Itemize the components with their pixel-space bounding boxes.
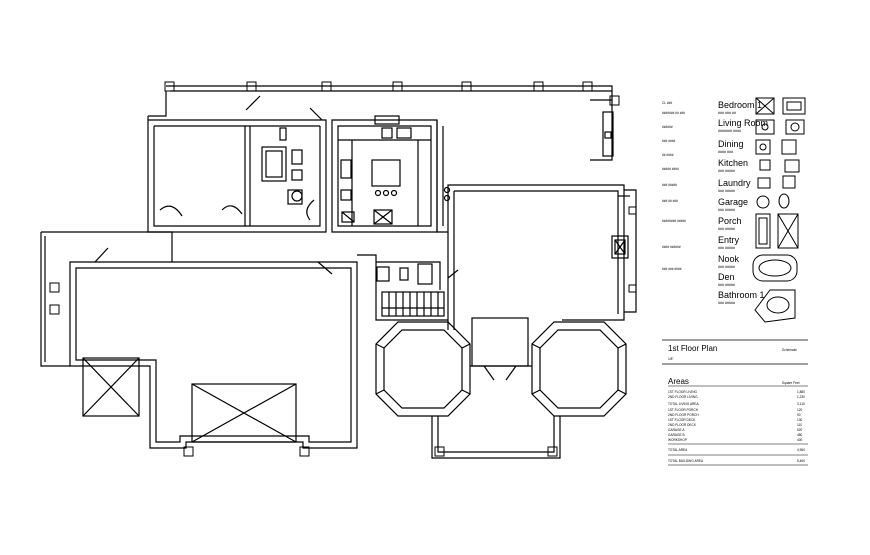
legend-room-sub: ####### #### <box>718 129 741 133</box>
areas-row-label: 2ND FLOOR DECK <box>668 423 697 427</box>
areas-row-label: GARAGE B <box>668 433 685 437</box>
room-legend: Bedroom 1 ### ### ## Living Room #######… <box>718 100 768 305</box>
legend-room-sub: ### ##### <box>718 265 735 269</box>
areas-row-value: 110 <box>797 423 802 427</box>
legend-room-name: Bathroom 1 <box>718 290 765 300</box>
areas-row-value: 130 <box>797 418 803 422</box>
sheet-title: 1st Floor Plan <box>668 344 717 353</box>
areas-row-value: 400 <box>797 438 803 442</box>
note-line: ### ### #### <box>662 267 682 271</box>
note-line: ######## ##### <box>662 219 686 223</box>
areas-row-value: 5,460 <box>797 459 805 463</box>
legend-room-sub: ### ### ## <box>718 111 736 115</box>
legend-room-sub: ### ##### <box>718 227 735 231</box>
areas-row-label: 1ST FLOOR DECK <box>668 418 696 422</box>
areas-row-value: 1,880 <box>797 390 805 394</box>
legend-room-name: Porch <box>718 216 742 226</box>
note-line: #### ###### <box>662 245 681 249</box>
sheet-scale: 1/8" <box>668 357 674 361</box>
note-line: ###### <box>662 125 673 129</box>
legend-room-sub: ### ##### <box>718 301 735 305</box>
areas-col-header: Square Feet <box>782 381 800 385</box>
legend-room-sub: ### ##### <box>718 246 735 250</box>
legend-room-name: Den <box>718 272 735 282</box>
legend-room-sub: ### ##### <box>718 189 735 193</box>
areas-row-label: 2ND FLOOR PORCH <box>668 413 699 417</box>
legend-room-name: Garage <box>718 197 748 207</box>
areas-row-value: 3,110 <box>797 402 805 406</box>
areas-row-label: TOTAL LIVING AREA <box>668 402 699 406</box>
areas-row-value: 120 <box>797 408 803 412</box>
legend-room-name: Living Room <box>718 118 768 128</box>
areas-row-label: TOTAL AREA <box>668 448 688 452</box>
areas-row-value: 520 <box>797 428 803 432</box>
areas-row-value: 1,230 <box>797 395 805 399</box>
note-line: ### ## ### <box>662 199 678 203</box>
legend-room-name: Laundry <box>718 178 751 188</box>
bedroom-bath-block <box>147 95 327 233</box>
legend-notes: CL ### ####### ## ### ###### ### #### ##… <box>662 101 686 271</box>
legend-room-sub: ### ##### <box>718 169 735 173</box>
note-line: ## #### <box>662 153 674 157</box>
areas-row-value: 4,960 <box>797 448 805 452</box>
areas-row-label: TOTAL BUILDING AREA <box>668 459 704 463</box>
note-line: ### ##### <box>662 183 677 187</box>
areas-row-label: 1ST FLOOR LIVING <box>668 390 698 394</box>
fixture-symbols <box>752 97 806 323</box>
stair-hall <box>357 254 448 321</box>
legend-room-sub: #### ### <box>718 150 733 154</box>
title-block: 1st Floor Plan Schematic 1/8" <box>662 339 808 365</box>
note-line: ### #### <box>662 139 676 143</box>
living-room <box>436 99 637 330</box>
octagon-right <box>531 321 627 417</box>
octagon-left <box>375 321 471 417</box>
legend-room-name: Kitchen <box>718 158 748 168</box>
garage-wing <box>40 231 358 449</box>
areas-row-label: 1ST FLOOR PORCH <box>668 408 699 412</box>
legend-room-sub: ### ##### <box>718 208 735 212</box>
entry-porch <box>431 317 561 459</box>
areas-row-value: 90 <box>797 413 801 417</box>
rear-porch <box>148 85 613 117</box>
legend-room-sub: ### ##### <box>718 283 735 287</box>
legend-room-name: Nook <box>718 254 740 264</box>
column-markers <box>49 81 637 457</box>
legend-room-name: Bedroom 1 <box>718 100 762 110</box>
areas-title: Areas <box>668 377 689 386</box>
areas-row-label: 2ND FLOOR LIVING <box>668 395 698 399</box>
legend-room-name: Entry <box>718 235 740 245</box>
note-line: CL ### <box>662 101 672 105</box>
legend-room-name: Dining <box>718 139 744 149</box>
areas-row-label: GARAGE A <box>668 428 685 432</box>
kitchen <box>331 115 438 233</box>
note-line: ##### #### <box>662 167 679 171</box>
areas-row-value: 480 <box>797 433 803 437</box>
sheet-status: Schematic <box>782 348 797 352</box>
note-line: ####### ## ### <box>662 111 685 115</box>
areas-row-label: WORKSHOP <box>668 438 687 442</box>
